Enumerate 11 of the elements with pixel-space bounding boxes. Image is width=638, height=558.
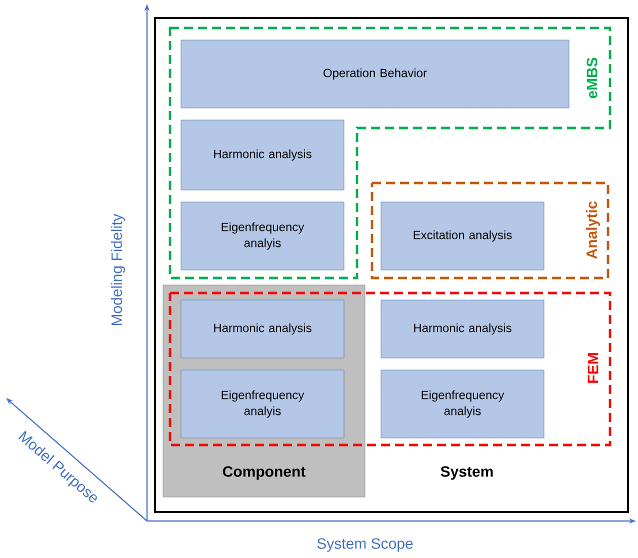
analysis-box: Operation Behavior <box>180 40 570 108</box>
analysis-box: Excitation analysis <box>380 202 544 270</box>
analysis-box: Eigenfrequency analyis <box>180 370 344 438</box>
axis-label: Modeling Fidelity <box>111 214 125 326</box>
analysis-box: Harmonic analysis <box>180 120 344 190</box>
analysis-box: Eigenfrequency analyis <box>380 370 544 438</box>
analysis-box: Eigenfrequency analyis <box>180 202 344 270</box>
analysis-box: Harmonic analysis <box>380 300 544 358</box>
axis-label: System Scope <box>317 538 413 552</box>
analysis-box: Harmonic analysis <box>180 300 344 358</box>
scope-label: System <box>440 466 493 480</box>
